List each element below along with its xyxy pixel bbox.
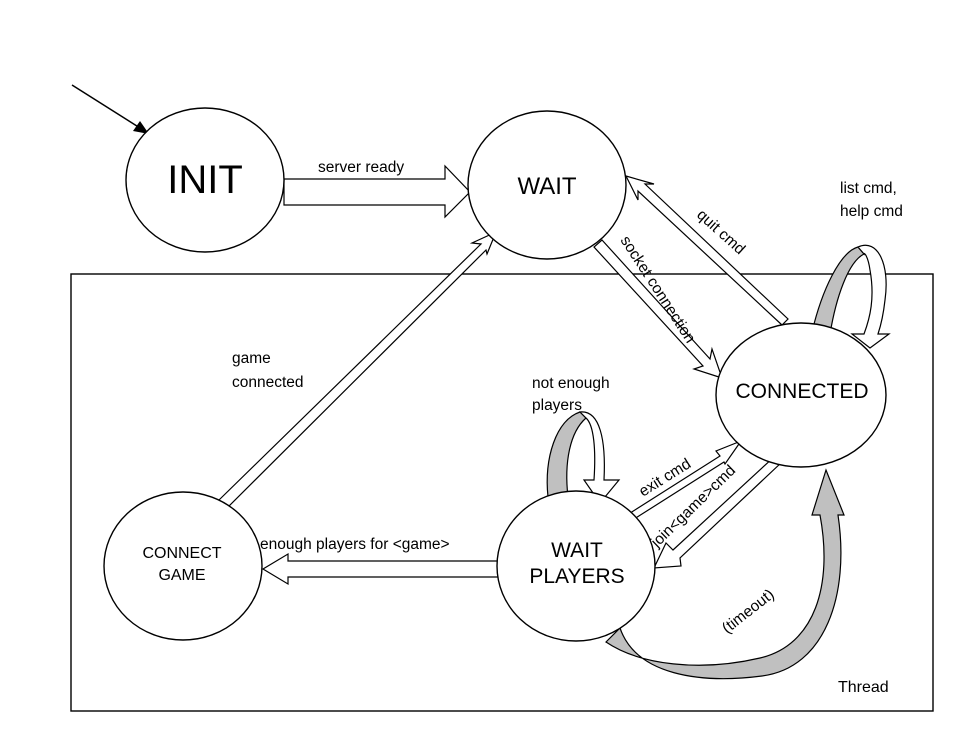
- arrow-quit-cmd: [624, 175, 789, 326]
- svg-text:GAME: GAME: [158, 567, 205, 584]
- svg-text:WAIT: WAIT: [551, 539, 603, 562]
- label-game-connected-line2: connected: [232, 374, 304, 391]
- svg-text:INIT: INIT: [167, 158, 243, 202]
- label-server-ready: server ready: [318, 159, 404, 176]
- thread-boundary: [70, 273, 934, 712]
- svg-text:WAIT: WAIT: [517, 173, 576, 200]
- label-timeout: (timeout): [719, 586, 778, 637]
- state-init: INIT: [125, 107, 285, 253]
- arrow-join-cmd: [653, 455, 783, 569]
- arrow-timeout: [605, 468, 845, 680]
- svg-text:PLAYERS: PLAYERS: [529, 565, 624, 588]
- label-list-help-cmd-line1: list cmd,: [840, 180, 897, 197]
- arrow-socket-connection: [593, 239, 723, 379]
- arrow-server-ready: [283, 164, 471, 219]
- arrow-exit-cmd: [626, 439, 743, 522]
- arrow-enough-players: [261, 552, 499, 586]
- state-connect-game: CONNECT GAME: [103, 491, 263, 641]
- thread-label: Thread: [838, 679, 889, 696]
- initial-arrow: [71, 84, 149, 134]
- svg-text:CONNECT: CONNECT: [142, 545, 221, 562]
- label-not-enough-players-line1: not enough: [532, 375, 610, 392]
- loop-list-help-cmd: [811, 244, 891, 349]
- svg-text:CONNECTED: CONNECTED: [735, 380, 868, 403]
- label-enough-players: enough players for <game>: [260, 536, 450, 553]
- state-wait: WAIT: [467, 110, 627, 260]
- arrow-game-connected: [218, 230, 498, 509]
- state-connected: CONNECTED: [715, 322, 887, 468]
- label-not-enough-players-line2: players: [532, 397, 582, 414]
- label-list-help-cmd-line2: help cmd: [840, 203, 903, 220]
- loop-not-enough-players: [546, 411, 621, 504]
- label-game-connected-line1: game: [232, 350, 271, 367]
- label-socket-connection: socket connection: [617, 233, 699, 346]
- state-wait-players: WAIT PLAYERS: [496, 490, 656, 642]
